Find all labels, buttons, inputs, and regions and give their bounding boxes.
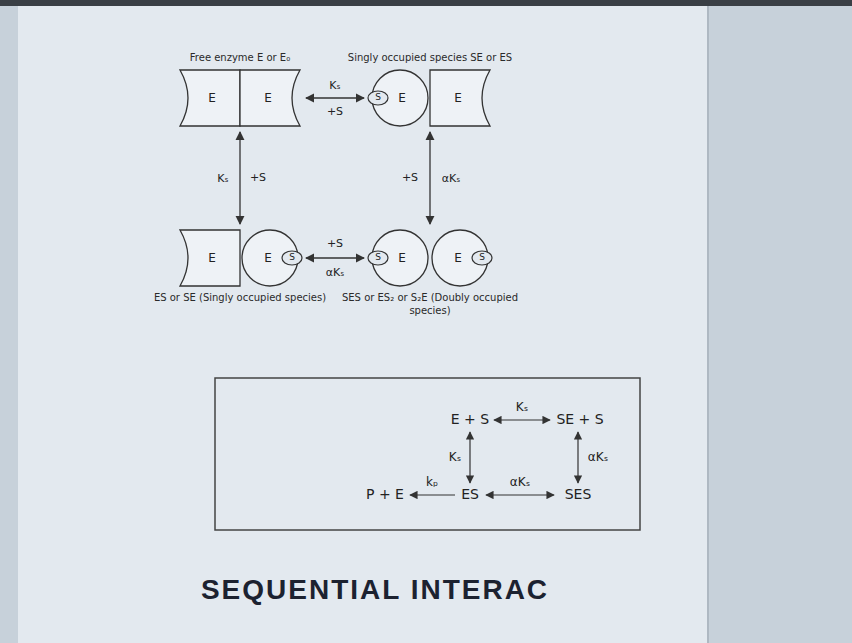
scheme-label: +S	[327, 106, 343, 118]
enzyme-outline	[370, 230, 490, 286]
subunit-letter: E	[264, 251, 272, 265]
scheme-frame	[215, 378, 640, 530]
equilibrium-arrow	[306, 257, 364, 258]
enzyme-outline	[370, 70, 490, 126]
equilibrium-arrow	[486, 494, 554, 495]
species-heading: Free enzyme E or E₀	[145, 52, 335, 65]
scheme-label: +S	[250, 172, 266, 184]
species-heading: SES or ES₂ or S₂E (Doubly occupied speci…	[335, 292, 525, 317]
scheme-label: αKₛ	[510, 476, 530, 489]
substrate-oval	[282, 251, 302, 265]
paper-edge	[707, 6, 709, 643]
substrate-oval	[368, 251, 388, 265]
occupied-site	[372, 230, 428, 286]
free-site	[240, 70, 300, 126]
subunit-letter: E	[398, 91, 406, 105]
subunit-letter: E	[208, 251, 216, 265]
handwritten-title: SEQUENTIAL INTERAC	[201, 575, 549, 606]
equilibrium-arrow	[306, 97, 364, 98]
substrate-oval	[368, 91, 388, 105]
reaction-arrow	[410, 494, 455, 495]
top-edge	[0, 0, 852, 6]
scheme-label: P + E	[366, 487, 404, 502]
scheme-label: SES	[565, 487, 592, 502]
scheme-label: kₚ	[426, 476, 438, 489]
scheme-label: S	[479, 253, 485, 263]
rate-constant: Kₛ	[327, 79, 342, 92]
scheme-label: +S	[402, 172, 418, 184]
subunit-letter: E	[264, 91, 272, 105]
scheme-label: +S	[327, 238, 343, 250]
scheme-label: Kₛ	[516, 401, 528, 414]
occupied-site	[242, 230, 298, 286]
enzyme-species: ES or SE (Singly occupied species)EE	[180, 230, 300, 286]
scheme-label: S	[375, 253, 381, 263]
scheme-label: ES	[461, 487, 479, 502]
free-site	[430, 70, 490, 126]
equilibrium-arrow	[577, 432, 578, 483]
rate-constant: Kₛ	[215, 172, 230, 185]
free-site	[180, 70, 240, 126]
enzyme-species: SES or ES₂ or S₂E (Doubly occupied speci…	[370, 230, 490, 286]
rate-constant: αKₛ	[324, 266, 347, 279]
enzyme-outline	[180, 70, 300, 126]
equilibrium-arrow	[239, 132, 240, 224]
enzyme-outline	[180, 230, 300, 286]
paper-sheet	[18, 6, 708, 643]
scheme-label: SE + S	[556, 412, 603, 427]
free-site	[180, 230, 240, 286]
occupied-site	[432, 230, 488, 286]
subunit-letter: E	[454, 251, 462, 265]
equilibrium-arrow	[429, 132, 430, 224]
substrate-oval	[472, 251, 492, 265]
scheme-label: E + S	[451, 412, 489, 427]
scheme-label: αKₛ	[588, 451, 608, 464]
scheme-label: Kₛ	[449, 451, 461, 464]
scheme-label: S	[289, 253, 295, 263]
occupied-site	[372, 70, 428, 126]
scheme-label: S	[375, 93, 381, 103]
subunit-letter: E	[208, 91, 216, 105]
subunit-letter: E	[454, 91, 462, 105]
subunit-letter: E	[398, 251, 406, 265]
species-heading: Singly occupied species SE or ES	[335, 52, 525, 65]
enzyme-species: Singly occupied species SE or ESEE	[370, 70, 490, 126]
equilibrium-arrow	[469, 432, 470, 483]
species-heading: ES or SE (Singly occupied species)	[145, 292, 335, 305]
enzyme-species: Free enzyme E or E₀EE	[180, 70, 300, 126]
rate-constant: αKₛ	[440, 172, 463, 185]
equilibrium-arrow	[494, 419, 550, 420]
